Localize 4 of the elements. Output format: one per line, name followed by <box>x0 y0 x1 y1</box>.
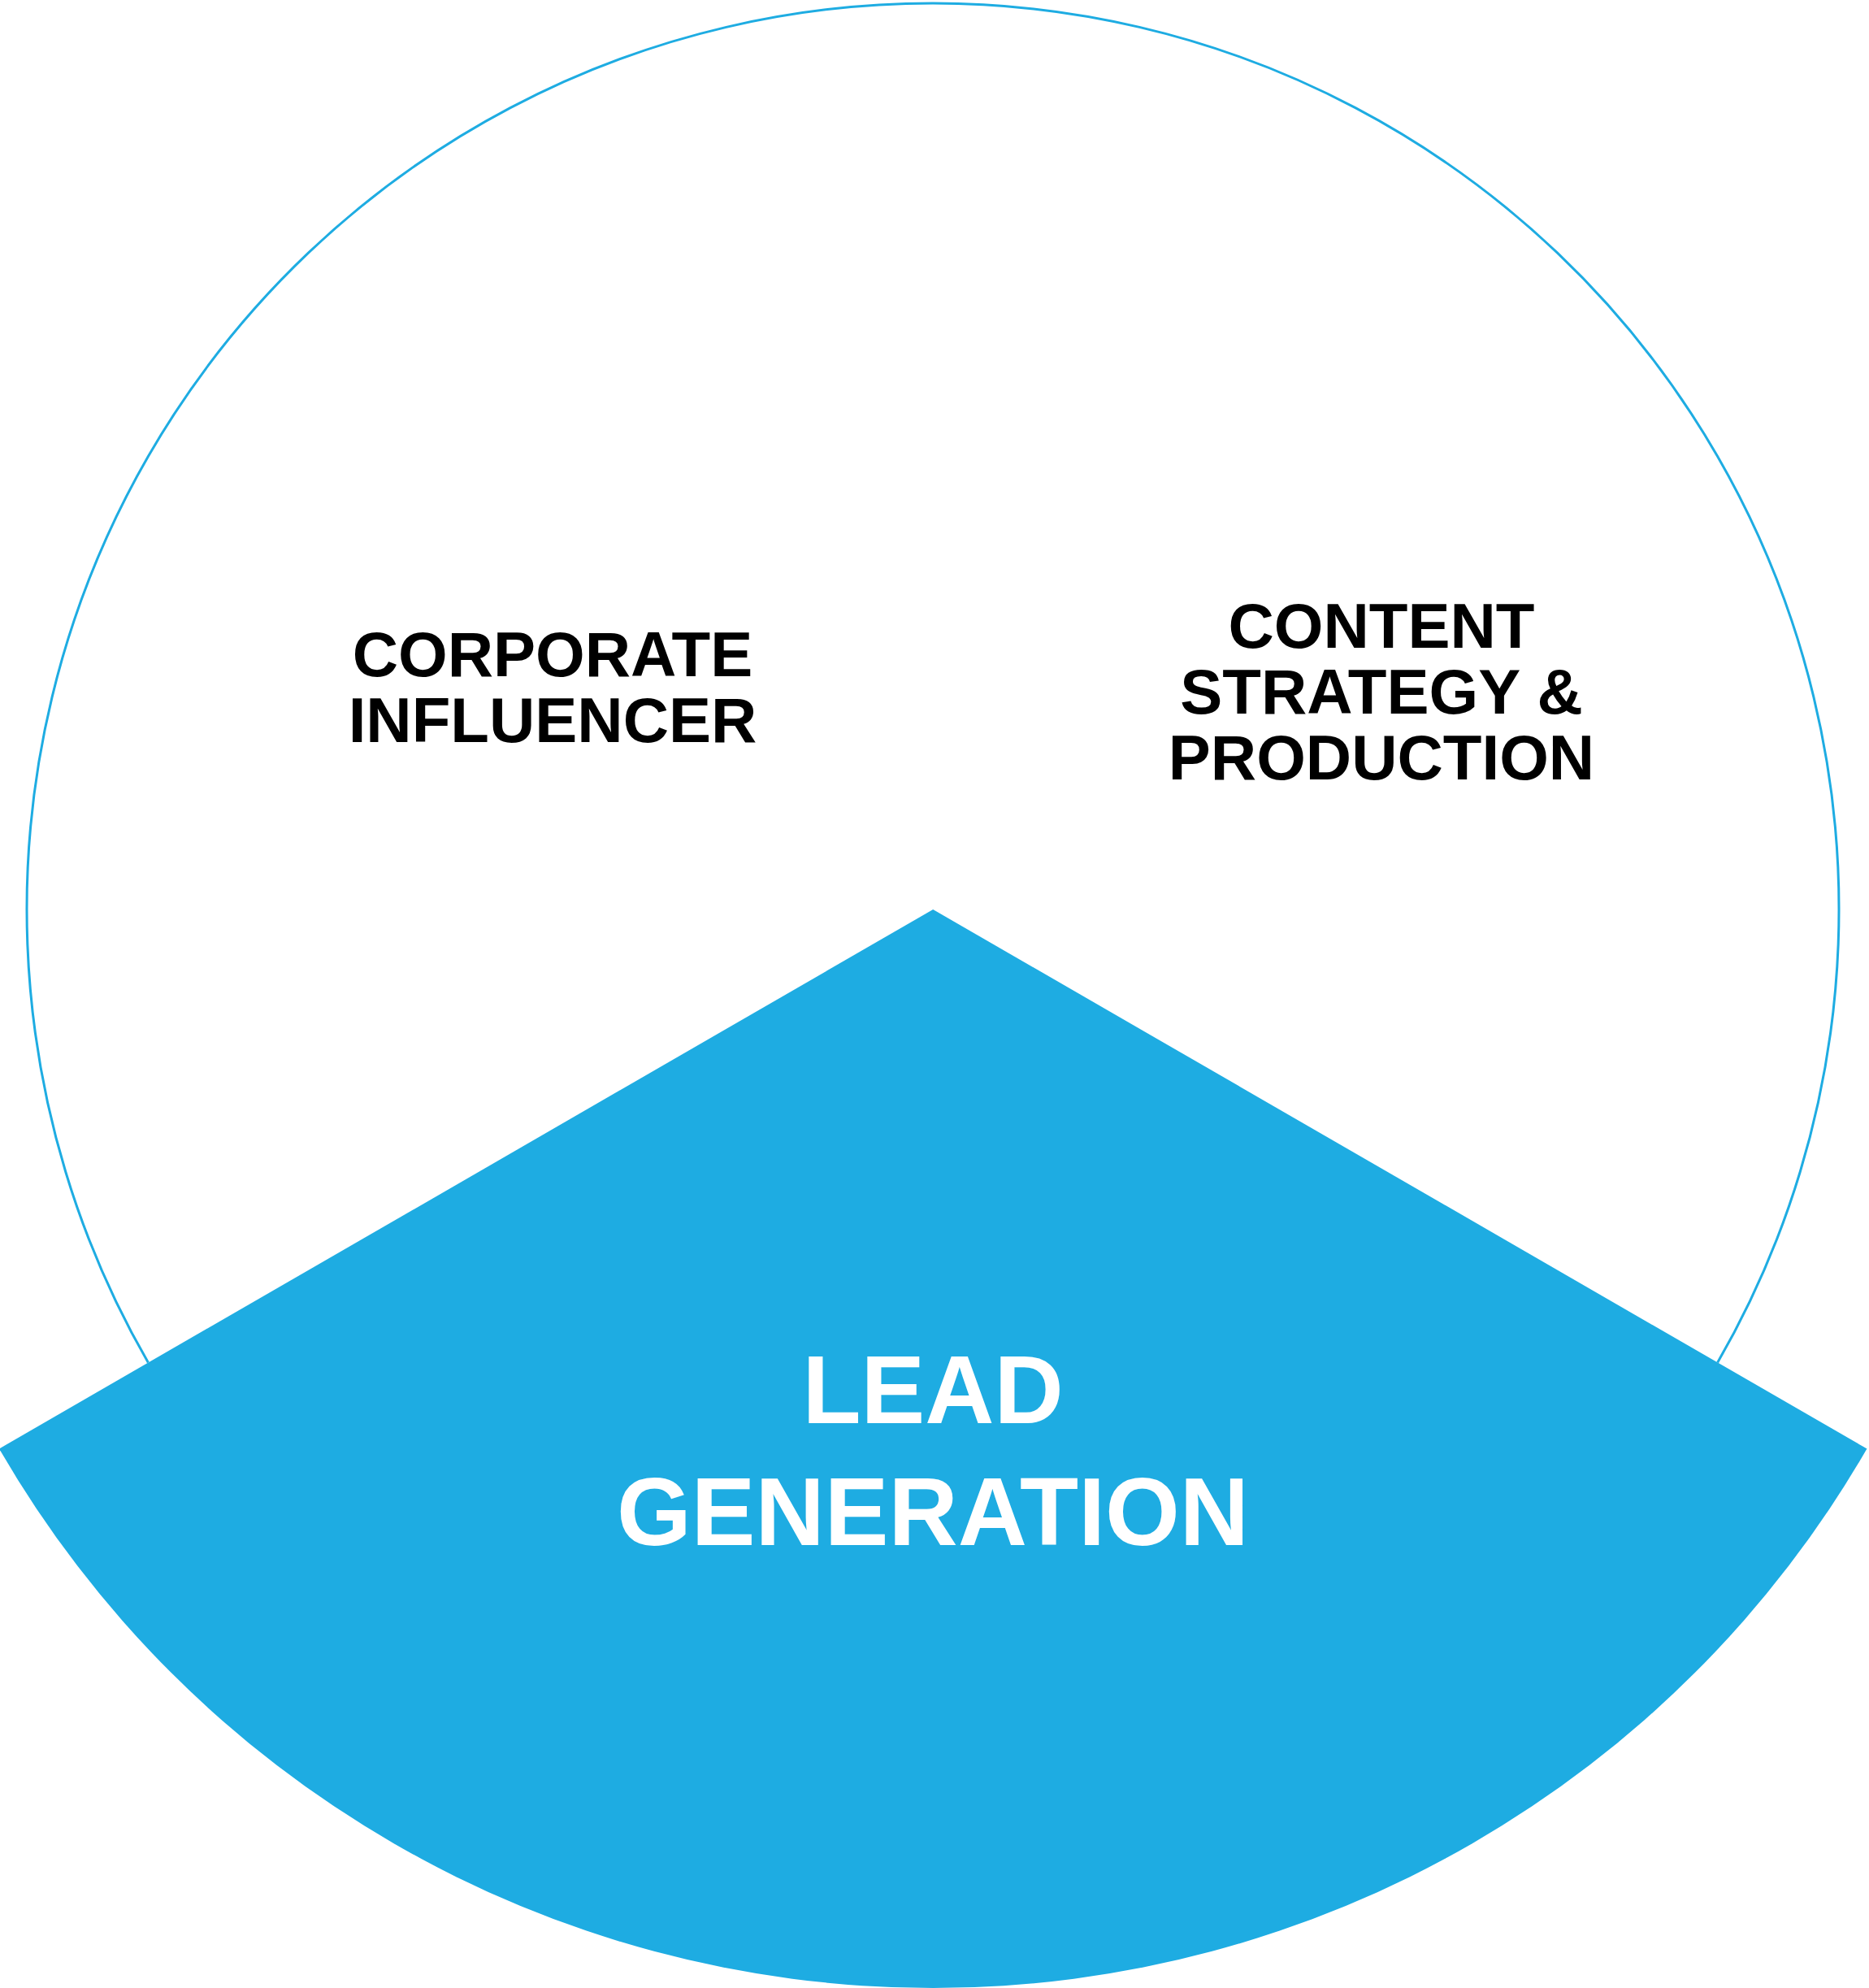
section-title: CONTENT STRATEGY & PRODUCTION <box>1089 593 1674 791</box>
sector-shape <box>0 909 1867 1988</box>
section-title: CORPORATE INFLUENCER <box>268 622 837 753</box>
section-title: LEAD GENERATION <box>616 1335 1250 1567</box>
